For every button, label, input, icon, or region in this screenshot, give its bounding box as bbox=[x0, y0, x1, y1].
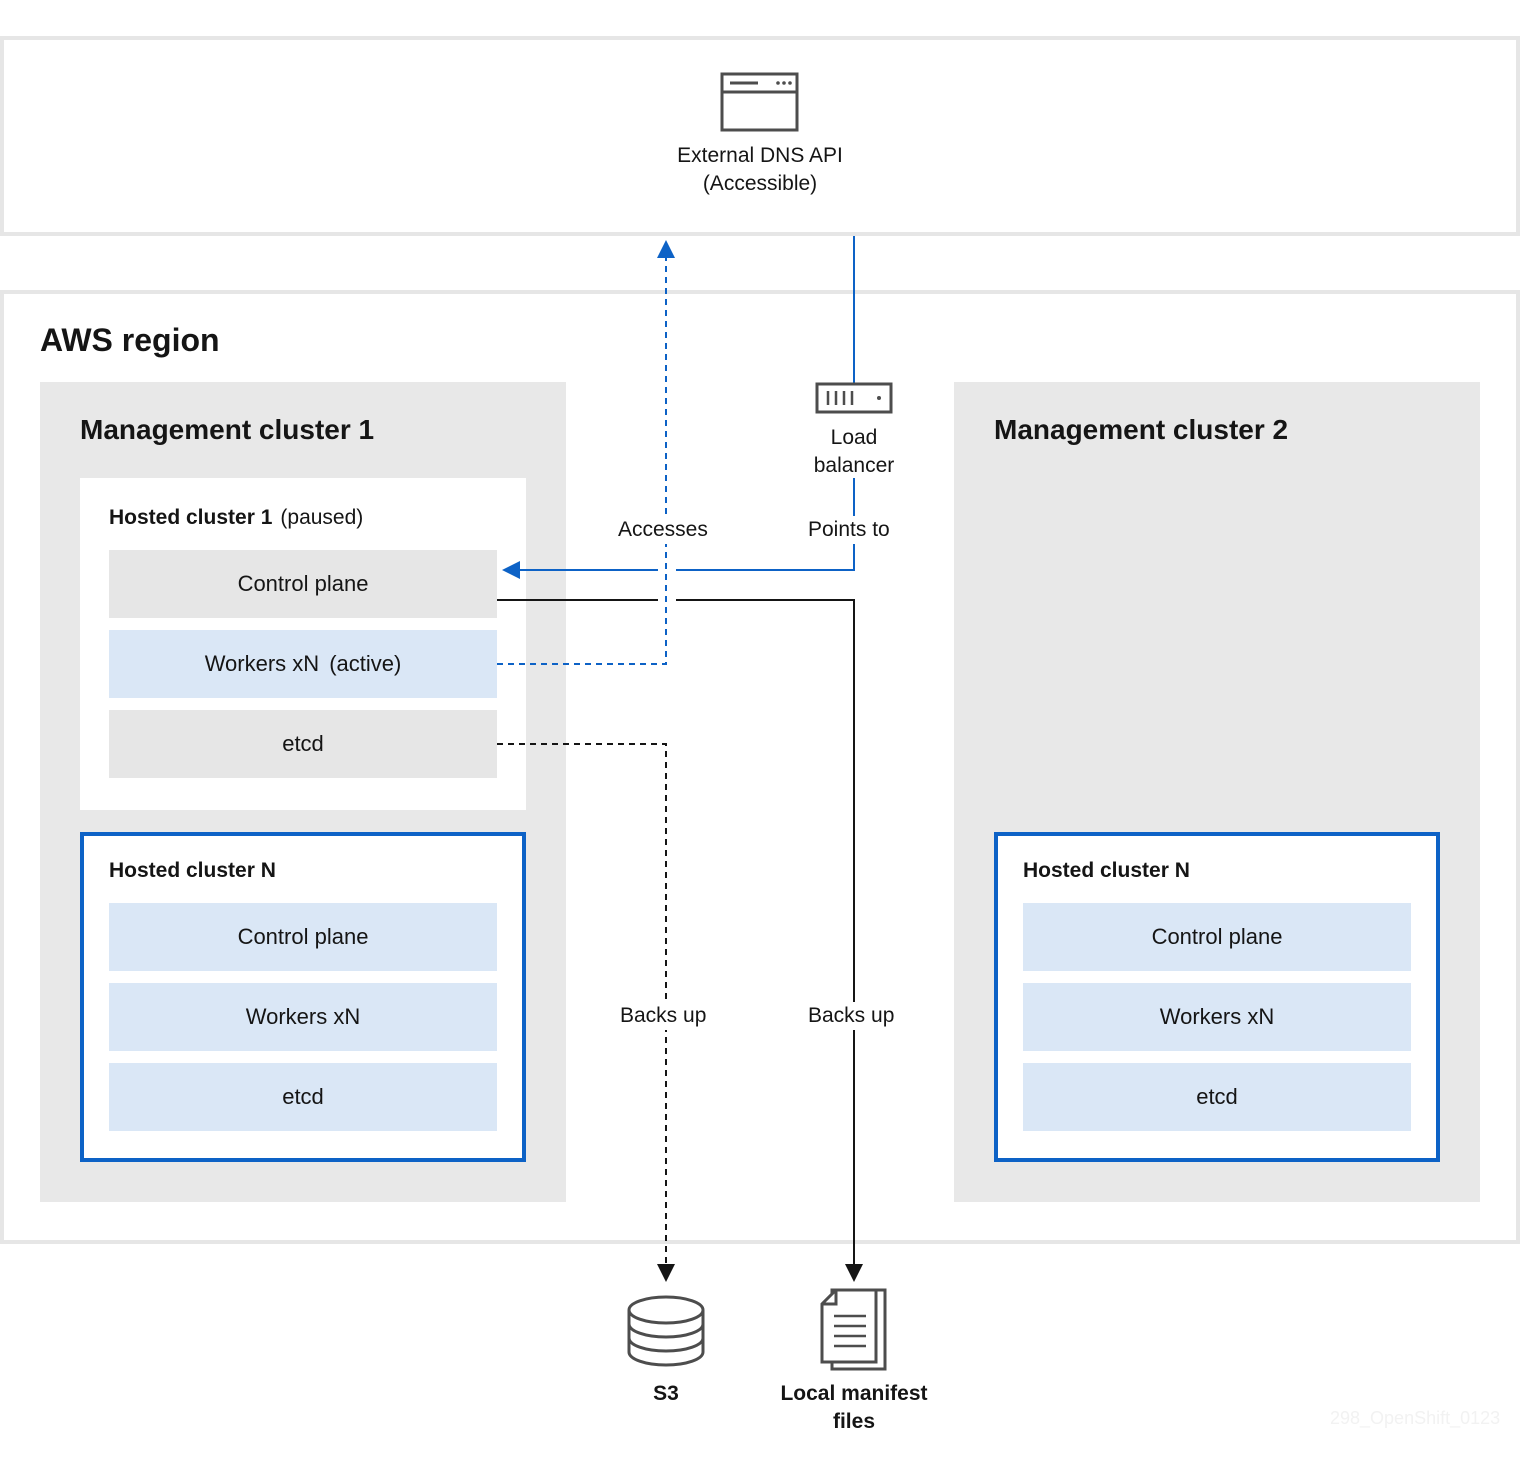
mc2-hcn-etcd-label: etcd bbox=[1196, 1084, 1238, 1109]
hosted-cluster-1-name: Hosted cluster 1 bbox=[109, 506, 273, 529]
backup-local-line bbox=[497, 599, 855, 1266]
mc1-hcn-control-plane: Control plane bbox=[109, 903, 497, 971]
management-cluster-2-title: Management cluster 2 bbox=[994, 414, 1289, 445]
backs-up-s3-label: Backs up bbox=[616, 1002, 711, 1030]
load-balancer-label: Load balancer bbox=[813, 426, 895, 477]
points-to-line bbox=[518, 478, 855, 571]
hc1-control-plane: Control plane bbox=[109, 550, 497, 618]
external-dns-title: External DNS API bbox=[677, 144, 843, 167]
mc2-hosted-cluster-n-title: Hosted cluster N bbox=[1023, 859, 1190, 882]
mc1-hcn-etcd: etcd bbox=[109, 1063, 497, 1131]
figure-id-watermark: 298_OpenShift_0123 bbox=[1330, 1408, 1501, 1428]
mc1-hosted-cluster-n-title: Hosted cluster N bbox=[109, 859, 276, 882]
backup-s3-arrowhead bbox=[657, 1264, 675, 1282]
mc1-hcn-workers-label: Workers xN bbox=[245, 1004, 361, 1029]
browser-window-icon bbox=[720, 72, 799, 132]
accesses-arrowhead bbox=[657, 240, 675, 258]
backup-local-arrowhead bbox=[845, 1264, 863, 1282]
mc1-hcn-workers: Workers xN bbox=[109, 983, 497, 1051]
document-stack-icon bbox=[820, 1288, 887, 1371]
mc1-hcn-control-plane-label: Control plane bbox=[237, 924, 369, 949]
hc1-workers: Workers xN (active) bbox=[109, 630, 497, 698]
hc1-etcd: etcd bbox=[109, 710, 497, 778]
external-dns-panel bbox=[0, 36, 1520, 236]
s3-label: S3 bbox=[653, 1382, 679, 1405]
database-icon bbox=[627, 1295, 705, 1367]
load-balancer-icon bbox=[815, 382, 893, 414]
backup-s3-line bbox=[497, 743, 667, 1266]
hc1-workers-label: Workers xN bbox=[204, 651, 320, 676]
hc1-etcd-label: etcd bbox=[282, 731, 324, 756]
management-cluster-1-title: Management cluster 1 bbox=[80, 414, 375, 445]
local-manifest-label: Local manifest files bbox=[780, 1382, 928, 1433]
external-dns-label: External DNS API (Accessible) bbox=[610, 142, 910, 198]
hc1-workers-status: (active) bbox=[329, 651, 402, 676]
mc2-hcn-workers-label: Workers xN bbox=[1159, 1004, 1275, 1029]
aws-region-title: AWS region bbox=[40, 322, 220, 358]
mc2-hcn-control-plane-label: Control plane bbox=[1151, 924, 1283, 949]
accesses-label: Accesses bbox=[614, 516, 712, 544]
mc2-hcn-control-plane: Control plane bbox=[1023, 903, 1411, 971]
accesses-line bbox=[497, 256, 667, 665]
external-dns-subtitle: (Accessible) bbox=[702, 172, 818, 195]
hc1-control-plane-label: Control plane bbox=[237, 571, 369, 596]
points-to-arrowhead bbox=[502, 561, 520, 579]
backs-up-local-label: Backs up bbox=[804, 1002, 899, 1030]
points-to-label: Points to bbox=[804, 516, 894, 544]
mc2-hcn-etcd: etcd bbox=[1023, 1063, 1411, 1131]
hosted-cluster-1-status: (paused) bbox=[280, 506, 364, 529]
mc1-hcn-etcd-label: etcd bbox=[282, 1084, 324, 1109]
mc2-hcn-workers: Workers xN bbox=[1023, 983, 1411, 1051]
hosted-cluster-1-title: Hosted cluster 1 (paused) bbox=[109, 506, 363, 530]
